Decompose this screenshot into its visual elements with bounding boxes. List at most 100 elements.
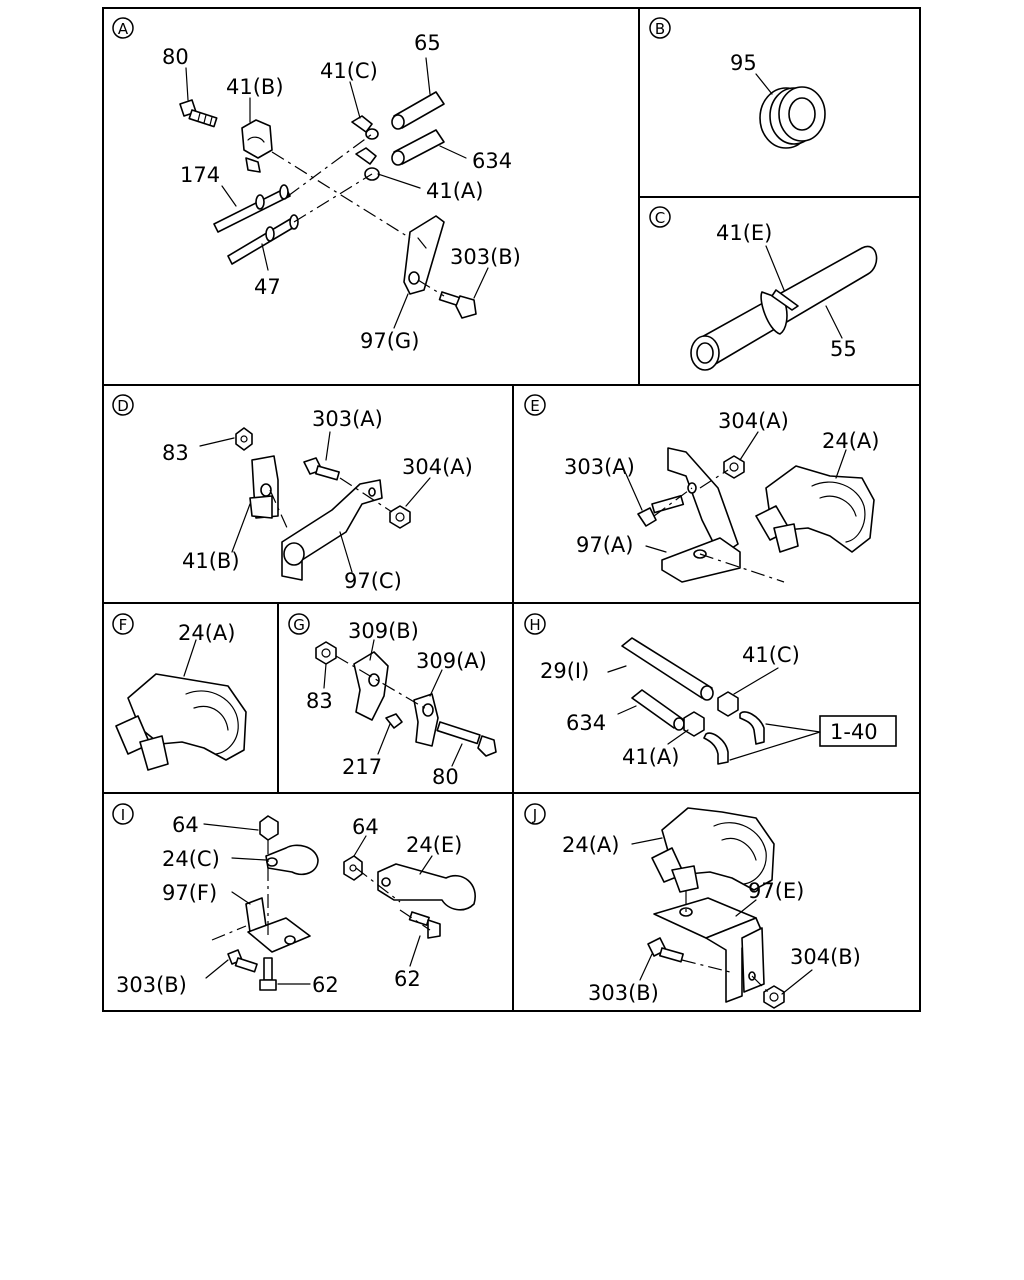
- bracket-97f-shape: [245, 897, 311, 953]
- label-1-40: 1-40: [830, 720, 878, 744]
- panel-frames: [102, 7, 921, 1012]
- svg-text:C: C: [655, 209, 665, 227]
- label-97c: 97(C): [344, 569, 402, 593]
- clip-41b-shape: [241, 119, 273, 173]
- label-62-b: 62: [394, 967, 421, 991]
- label-83-g: 83: [306, 689, 333, 713]
- section-H-drawing: 41(C) 29(I) 634 41(A) 1-40: [540, 637, 897, 769]
- svg-text:I: I: [121, 806, 125, 824]
- section-marker-F: F: [112, 613, 134, 635]
- section-marker-H: H: [524, 613, 546, 635]
- label-83-d: 83: [162, 441, 189, 465]
- label-97g: 97(G): [360, 329, 419, 353]
- section-marker-E: E: [524, 394, 546, 416]
- label-47: 47: [254, 275, 281, 299]
- svg-text:F: F: [119, 616, 128, 634]
- clip-41a-shape: [355, 147, 380, 181]
- label-309a: 309(A): [416, 649, 487, 673]
- section-A-drawing: 80 41(B) 41(C) 65 634 41(A) 174 47 303(B…: [162, 31, 521, 353]
- grommet-95-shape: [759, 86, 826, 149]
- bracket-97e-shape: [653, 897, 765, 1003]
- label-41b-d: 41(B): [182, 549, 240, 573]
- bolt-303b-i-shape: [227, 949, 258, 973]
- label-41c-h: 41(C): [742, 643, 800, 667]
- label-97a: 97(A): [576, 533, 633, 557]
- label-97f: 97(F): [162, 881, 217, 905]
- pipe-29i-shape: [621, 637, 714, 701]
- label-64-a: 64: [172, 813, 199, 837]
- label-24a-e: 24(A): [822, 429, 879, 453]
- nut-83-g-shape: [315, 641, 337, 665]
- nut-64-left-shape: [259, 815, 279, 841]
- section-E-drawing: 304(A) 24(A) 303(A) 97(A): [564, 409, 879, 583]
- section-B-drawing: 95: [730, 51, 826, 149]
- section-D-drawing: 83 303(A) 304(A) 41(B) 97(C): [162, 407, 473, 593]
- clip-217-shape: [385, 713, 403, 729]
- label-304b: 304(B): [790, 945, 861, 969]
- nut-304a-d-shape: [389, 505, 411, 529]
- label-303b-i: 303(B): [116, 973, 187, 997]
- label-309b: 309(B): [348, 619, 419, 643]
- svg-text:G: G: [293, 616, 305, 634]
- svg-text:B: B: [655, 20, 665, 38]
- svg-text:E: E: [530, 397, 539, 415]
- sensor-24a-j-shape: [651, 807, 775, 893]
- clip-41b-d-shape: [249, 455, 279, 519]
- sensor-24a-e-shape: [755, 465, 875, 553]
- bracket-97g-shape: [403, 215, 445, 295]
- clamp-309a-shape: [413, 693, 439, 747]
- clip-41c-h-shape: [717, 691, 739, 717]
- pipe-174-shape: [213, 184, 291, 233]
- nut-64-right-shape: [343, 855, 363, 881]
- tube-634-shape: [391, 129, 445, 166]
- clamp-309b-shape: [353, 651, 389, 721]
- tube-634-h-shape: [631, 689, 685, 731]
- clamp-41e-shape: [760, 289, 799, 335]
- bolt-62-e-shape: [408, 911, 441, 939]
- nut-83-d-shape: [235, 427, 253, 451]
- bolt-303b-j-shape: [647, 937, 684, 963]
- label-80: 80: [162, 45, 189, 69]
- hose-bends-shape: [703, 711, 765, 765]
- label-62-a: 62: [312, 973, 339, 997]
- label-217: 217: [342, 755, 382, 779]
- section-marker-A: A: [112, 17, 134, 39]
- bolt-80-shape: [179, 99, 218, 128]
- label-95: 95: [730, 51, 757, 75]
- nut-304b-shape: [763, 985, 785, 1009]
- label-303b-j: 303(B): [588, 981, 659, 1005]
- label-303a-e: 303(A): [564, 455, 635, 479]
- section-G-drawing: 309(B) 309(A) 83 217 80: [306, 619, 497, 789]
- label-80-g: 80: [432, 765, 459, 789]
- label-41a: 41(A): [426, 179, 483, 203]
- svg-text:H: H: [529, 616, 540, 634]
- label-634-h: 634: [566, 711, 606, 735]
- bolt-303b-a-shape: [438, 291, 477, 319]
- svg-text:A: A: [118, 20, 129, 38]
- section-marker-B: B: [649, 17, 671, 39]
- section-C-drawing: 41(E) 55: [690, 221, 878, 371]
- label-24c: 24(C): [162, 847, 220, 871]
- label-304a-d: 304(A): [402, 455, 473, 479]
- label-55: 55: [830, 337, 857, 361]
- label-41b: 41(B): [226, 75, 284, 99]
- section-marker-J: J: [524, 803, 546, 825]
- label-41a-h: 41(A): [622, 745, 679, 769]
- label-65: 65: [414, 31, 441, 55]
- section-marker-D: D: [112, 394, 134, 416]
- clip-24e-shape: [377, 863, 476, 911]
- clip-41c-shape: [351, 115, 379, 140]
- label-41e: 41(E): [716, 221, 772, 245]
- sensor-24a-f-shape: [115, 673, 247, 771]
- section-I-drawing: 64 24(C) 97(F) 64 24(E) 303(B) 62 62: [116, 813, 476, 997]
- label-303b: 303(B): [450, 245, 521, 269]
- section-marker-G: G: [288, 613, 310, 635]
- label-303a-d: 303(A): [312, 407, 383, 431]
- clip-24c-shape: [265, 844, 319, 876]
- label-41c: 41(C): [320, 59, 378, 83]
- section-marker-I: I: [112, 803, 134, 825]
- bracket-97c-shape: [281, 479, 383, 581]
- label-64-b: 64: [352, 815, 379, 839]
- clip-41a-h-shape: [683, 711, 705, 737]
- bolt-80-g-shape: [436, 721, 497, 757]
